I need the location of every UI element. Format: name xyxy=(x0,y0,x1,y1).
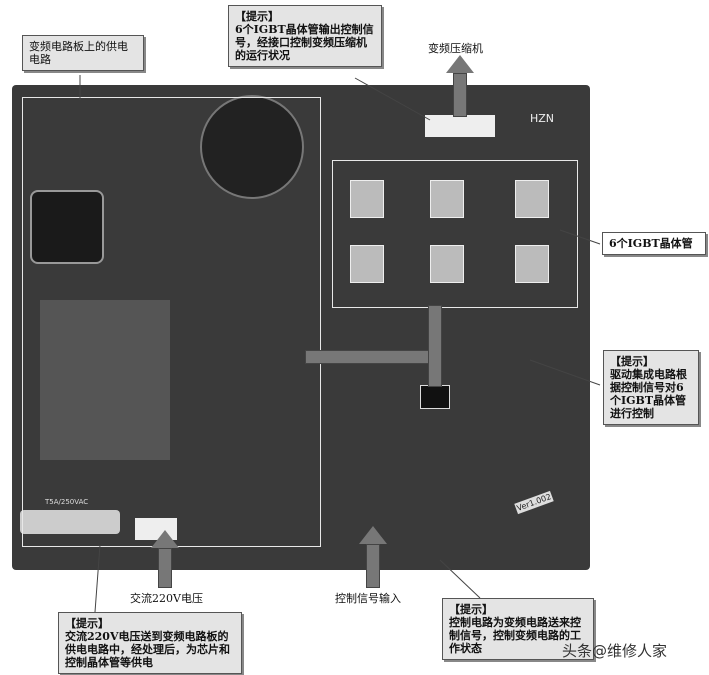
tip-text: 控制电路为变频电路送来控制信号，控制变频电路的工作状态 xyxy=(449,616,581,655)
arrow-up-icon xyxy=(359,526,387,544)
fuse-marking: T5A/250VAC xyxy=(45,498,89,506)
ac-arrow xyxy=(158,548,172,588)
driver-ic xyxy=(420,385,450,409)
drive-arrow-vertical xyxy=(428,305,442,387)
igbt-transistor xyxy=(350,180,384,218)
igbt-output-tip: 【提示】 6个IGBT晶体管输出控制信号，经接口控制变频压缩机的运行状况 xyxy=(228,5,382,67)
brand-marking: HZN xyxy=(530,112,555,125)
relay xyxy=(30,190,104,264)
signal-input-label: 控制信号输入 xyxy=(335,592,401,605)
igbt-transistor xyxy=(515,245,549,283)
tip-title: 【提示】 xyxy=(65,617,109,630)
watermark: 头条@维修人家 xyxy=(562,642,668,660)
ac-tip: 【提示】 交流220V电压送到变频电路板的供电电路中，经处理后，为芯片和控制晶体… xyxy=(58,612,242,674)
tip-title: 【提示】 xyxy=(449,603,493,616)
electrolytic-capacitor xyxy=(200,95,304,199)
igbt-transistor xyxy=(350,245,384,283)
igbt-transistor xyxy=(515,180,549,218)
ac-input-label: 交流220V电压 xyxy=(130,592,203,605)
signal-arrow xyxy=(366,544,380,588)
compressor-label: 变频压缩机 xyxy=(428,42,483,55)
tip-text: 驱动集成电路根据控制信号对6个IGBT晶体管进行控制 xyxy=(610,368,687,420)
tip-title: 【提示】 xyxy=(235,10,279,23)
igbt-label: 6个IGBT晶体管 xyxy=(602,232,706,255)
driver-tip: 【提示】 驱动集成电路根据控制信号对6个IGBT晶体管进行控制 xyxy=(603,350,699,425)
transformer xyxy=(40,300,170,460)
igbt-outline xyxy=(332,160,578,308)
power-circuit-callout: 变频电路板上的供电电路 xyxy=(22,35,144,71)
igbt-transistor xyxy=(430,180,464,218)
compressor-arrow xyxy=(453,73,467,117)
control-tip: 【提示】 控制电路为变频电路送来控制信号，控制变频电路的工作状态 xyxy=(442,598,594,660)
arrow-up-icon xyxy=(151,530,179,548)
igbt-array xyxy=(345,175,565,305)
compressor-connector xyxy=(425,115,495,137)
tip-text: 6个IGBT晶体管输出控制信号，经接口控制变频压缩机的运行状况 xyxy=(235,23,374,62)
igbt-transistor xyxy=(430,245,464,283)
fuse xyxy=(20,510,120,534)
arrow-up-icon xyxy=(446,55,474,73)
tip-title: 【提示】 xyxy=(610,355,654,368)
tip-text: 交流220V电压送到变频电路板的供电电路中，经处理后，为芯片和控制晶体管等供电 xyxy=(65,630,230,669)
